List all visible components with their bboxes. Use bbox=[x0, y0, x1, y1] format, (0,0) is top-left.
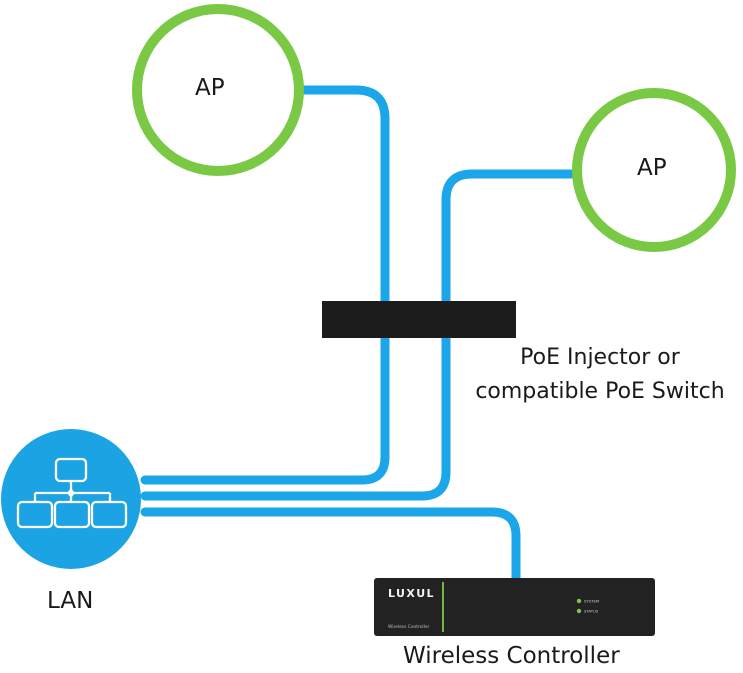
lan-hub-dot bbox=[67, 488, 75, 498]
poe-switch-label-line-2: compatible PoE Switch bbox=[475, 379, 725, 404]
ap-top-ring bbox=[132, 4, 304, 176]
poe-switch-label-line-1: PoE Injector or bbox=[520, 345, 680, 370]
system-led-label: SYSTEM bbox=[584, 599, 599, 604]
poe-switch-label: PoE Injector or compatible PoE Switch bbox=[465, 341, 735, 409]
ap-right-ring bbox=[572, 88, 736, 252]
ap-right-label: AP bbox=[637, 155, 667, 181]
wireless-controller-label: Wireless Controller bbox=[403, 643, 620, 669]
controller-body bbox=[374, 578, 655, 636]
wireless-controller-device: LUXUL Wireless Controller SYSTEM STATUS bbox=[374, 578, 655, 636]
controller-brand: LUXUL bbox=[388, 587, 435, 600]
status-led bbox=[576, 608, 582, 614]
cable-lan-to-controller bbox=[140, 507, 521, 583]
controller-model: Wireless Controller bbox=[388, 624, 430, 630]
system-led bbox=[576, 598, 582, 604]
lan-label: LAN bbox=[47, 588, 94, 614]
poe-switch-box bbox=[322, 301, 516, 338]
cable-ap-top-to-lan bbox=[140, 85, 390, 485]
ap-top-label: AP bbox=[195, 75, 225, 101]
lan-node bbox=[1, 429, 141, 569]
status-led-label: STATUS bbox=[584, 609, 599, 614]
